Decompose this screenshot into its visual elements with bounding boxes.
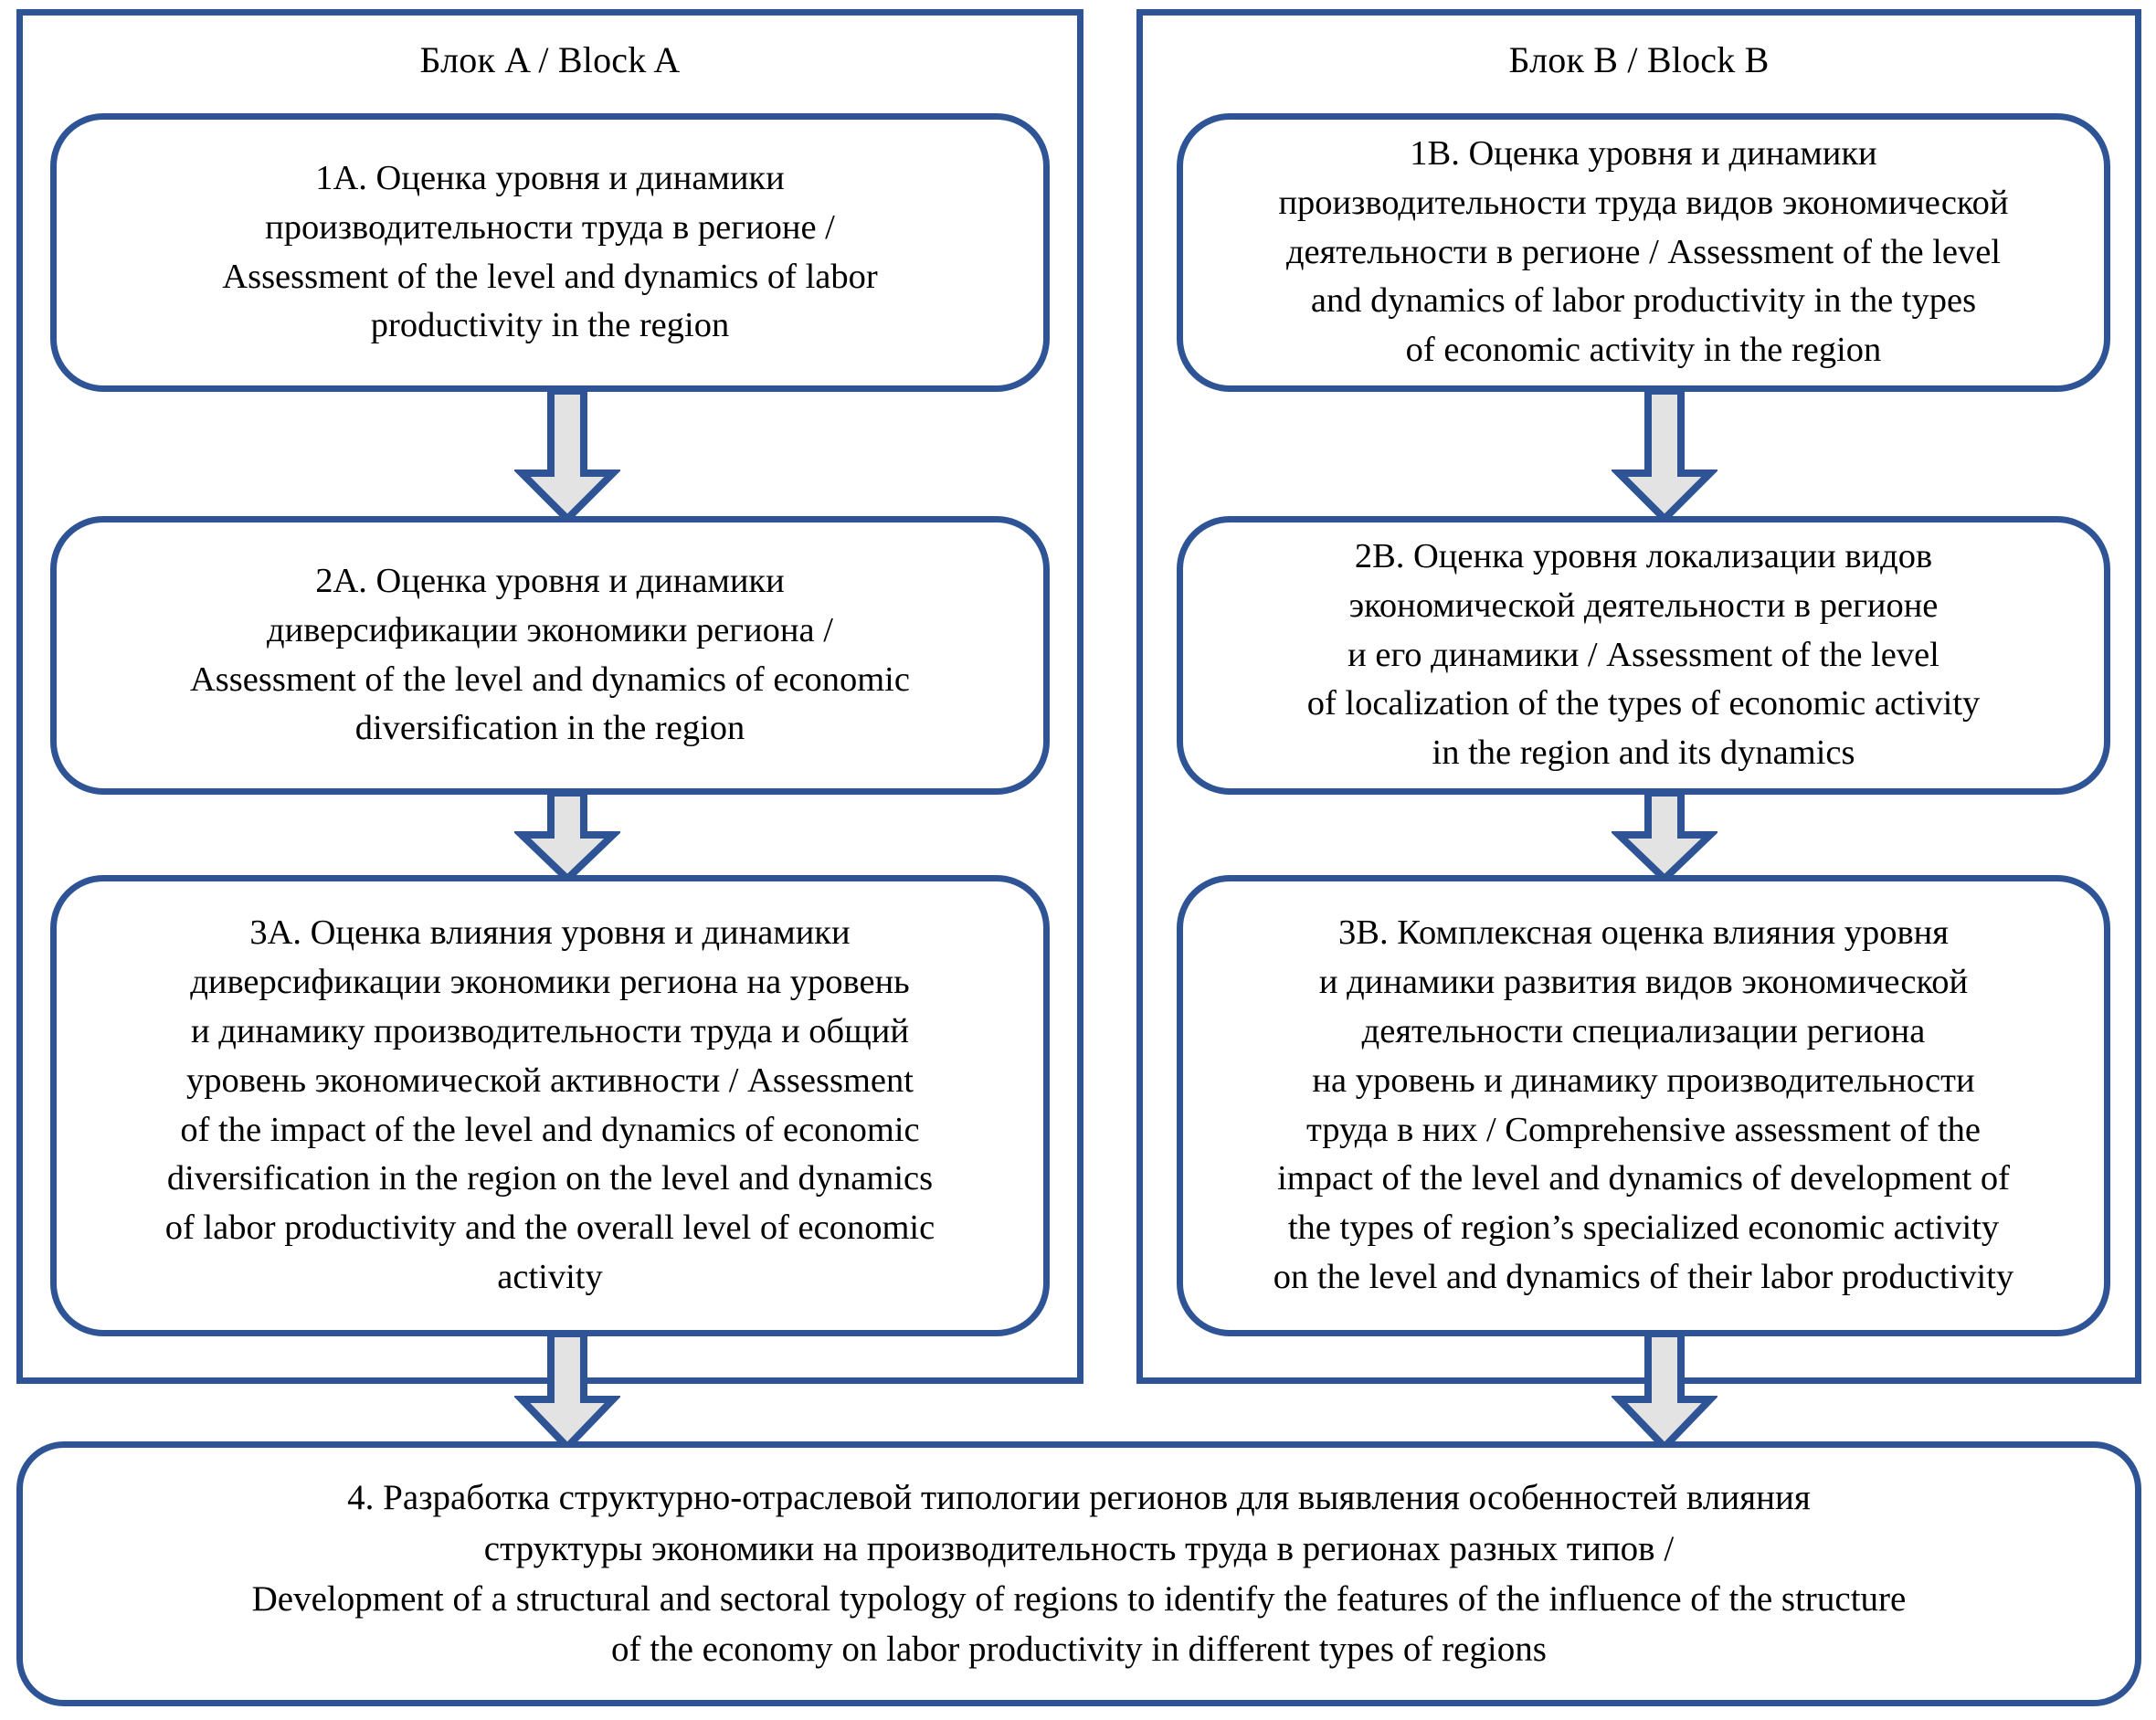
process-box-1a[interactable]: 1A. Оценка уровня и динамики производите… <box>50 113 1050 392</box>
process-box-3b-text: 3B. Комплексная оценка влияния уровня и … <box>1273 913 2014 1297</box>
process-box-4-text: 4. Разработка структурно-отраслевой типо… <box>251 1478 1907 1670</box>
arrow-3a-to-final <box>514 1332 620 1451</box>
process-box-2a[interactable]: 2A. Оценка уровня и динамики диверсифика… <box>50 516 1050 795</box>
process-box-1a-text: 1A. Оценка уровня и динамики производите… <box>222 158 878 345</box>
arrow-2b-to-3b <box>1612 789 1717 882</box>
arrow-1a-to-2a <box>514 387 620 522</box>
process-box-3b[interactable]: 3B. Комплексная оценка влияния уровня и … <box>1177 875 2110 1336</box>
arrow-1b-to-2b <box>1612 387 1717 522</box>
process-box-4-final[interactable]: 4. Разработка структурно-отраслевой типо… <box>16 1441 2141 1706</box>
process-box-1b[interactable]: 1B. Оценка уровня и динамики производите… <box>1177 113 2110 392</box>
process-box-2a-text: 2A. Оценка уровня и динамики диверсифика… <box>190 561 910 748</box>
process-box-2b-text: 2B. Оценка уровня локализации видов экон… <box>1306 536 1981 773</box>
block-a-title: Блок A / Block A <box>419 39 681 80</box>
process-box-1b-text: 1B. Оценка уровня и динамики производите… <box>1278 133 2009 370</box>
process-box-3a-text: 3A. Оценка влияния уровня и динамики див… <box>164 913 935 1297</box>
block-b-title: Блок B / Block B <box>1508 39 1770 80</box>
arrow-2a-to-3a <box>514 789 620 882</box>
process-box-2b[interactable]: 2B. Оценка уровня локализации видов экон… <box>1177 516 2110 795</box>
process-box-3a[interactable]: 3A. Оценка влияния уровня и динамики див… <box>50 875 1050 1336</box>
arrow-3b-to-final <box>1612 1332 1717 1451</box>
